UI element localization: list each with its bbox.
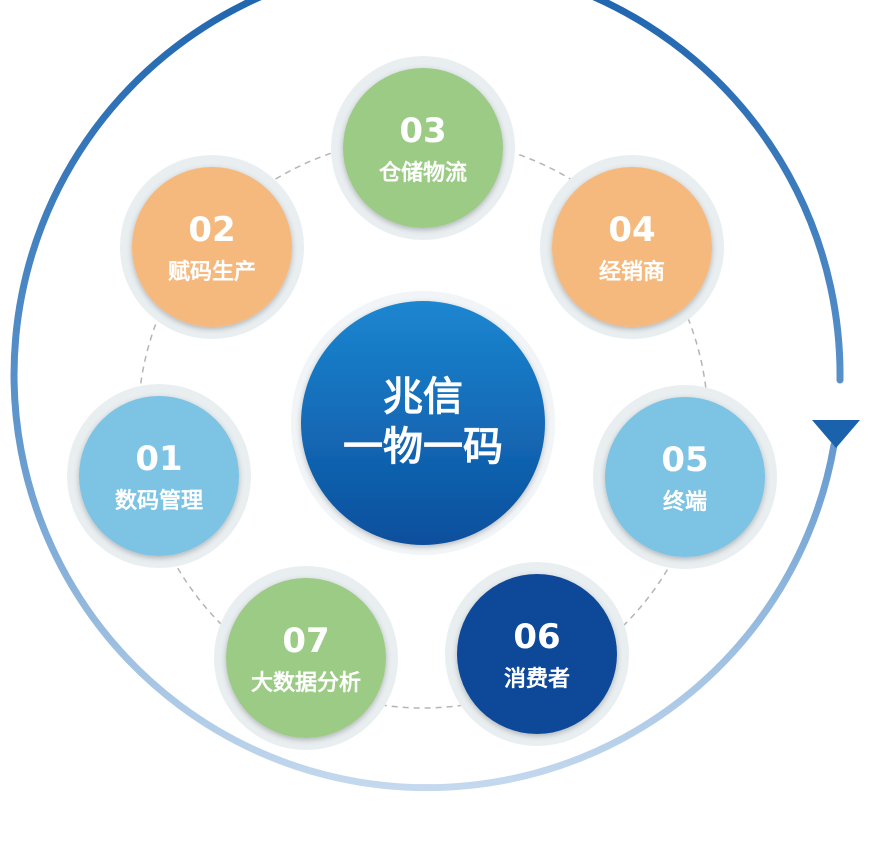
stage-node-04: 04 经销商 <box>540 155 724 339</box>
node-circle <box>457 574 617 734</box>
cycle-arrowhead <box>812 420 860 448</box>
node-number: 01 <box>135 439 182 479</box>
stage-node-07: 07 大数据分析 <box>214 566 398 750</box>
stage-node-06: 06 消费者 <box>445 562 629 746</box>
node-circle <box>226 578 386 738</box>
node-circle <box>605 397 765 557</box>
stage-node-01: 01 数码管理 <box>67 384 251 568</box>
node-label: 消费者 <box>504 667 570 692</box>
cycle-arc <box>10 0 844 792</box>
node-number: 03 <box>399 111 446 151</box>
stage-node-02: 02 赋码生产 <box>120 155 304 339</box>
stage-node-05: 05 终端 <box>593 385 777 569</box>
node-circle <box>132 167 292 327</box>
node-label: 大数据分析 <box>251 670 361 696</box>
node-circle <box>552 167 712 327</box>
node-number: 07 <box>282 621 329 661</box>
node-number: 06 <box>513 617 560 657</box>
outer-cycle-ring <box>10 0 860 792</box>
stage-node-03: 03 仓储物流 <box>331 56 515 240</box>
center-title-line1: 兆信 <box>383 374 463 420</box>
node-label: 经销商 <box>599 259 665 285</box>
node-label: 终端 <box>663 489 707 515</box>
stage-nodes: 01 数码管理 02 赋码生产 03 仓储物流 04 经销商 05 终端 06 消费者 07 大数据分析 <box>67 56 777 750</box>
node-circle <box>343 68 503 228</box>
node-label: 数码管理 <box>115 488 203 514</box>
node-number: 02 <box>188 210 235 250</box>
node-label: 赋码生产 <box>168 260 256 285</box>
center-circle <box>301 301 545 545</box>
node-label: 仓储物流 <box>378 160 467 186</box>
center-title-line2: 一物一码 <box>343 424 503 470</box>
node-circle <box>79 396 239 556</box>
node-number: 04 <box>608 210 655 250</box>
node-number: 05 <box>661 440 708 480</box>
center-node: 兆信 一物一码 <box>291 291 555 555</box>
